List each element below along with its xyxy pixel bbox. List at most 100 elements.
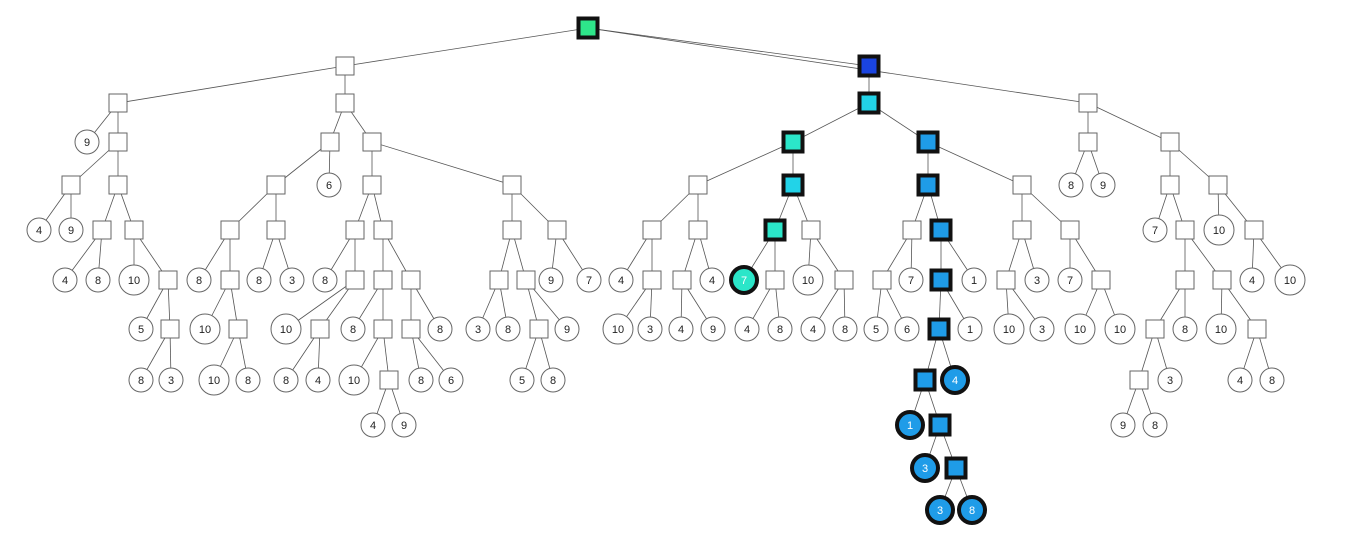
leaf-value-label: 3	[475, 324, 481, 336]
leaf-value-label: 10	[1215, 324, 1227, 336]
leaf-value-label: 1	[971, 275, 977, 287]
decision-node-highlighted	[857, 91, 881, 115]
leaf-value-label: 8	[550, 375, 556, 387]
leaf-value-label: 9	[710, 324, 716, 336]
leaf-node	[1142, 217, 1168, 243]
leaf-node	[894, 316, 920, 342]
leaf-node	[1259, 367, 1285, 393]
decision-node	[1175, 220, 1195, 240]
decision-node	[108, 175, 128, 195]
decision-node	[160, 319, 180, 339]
leaf-node	[1239, 267, 1265, 293]
leaf-node	[391, 412, 417, 438]
leaf-node	[1104, 313, 1136, 345]
leaf-node	[438, 367, 464, 393]
decision-node	[801, 220, 821, 240]
leaf-value-label: 5	[138, 324, 144, 336]
decision-node	[345, 270, 365, 290]
leaf-value-label: 3	[168, 375, 174, 387]
leaf-node	[1227, 367, 1253, 393]
leaf-node	[408, 367, 434, 393]
leaf-value-label: 10	[1213, 225, 1225, 237]
decision-node	[362, 132, 382, 152]
leaf-value-label: 4	[709, 275, 715, 287]
decision-node	[996, 270, 1016, 290]
leaf-value-label: 8	[842, 324, 848, 336]
leaf-node	[305, 367, 331, 393]
leaf-value-label: 6	[904, 324, 910, 336]
leaf-node	[1058, 172, 1084, 198]
leaf-value-label: 8	[777, 324, 783, 336]
leaf-node	[509, 367, 535, 393]
decision-node-highlighted	[916, 130, 940, 154]
decision-node	[529, 319, 549, 339]
tree-edge	[697, 141, 794, 186]
leaf-value-label: 8	[350, 324, 356, 336]
decision-node	[379, 370, 399, 390]
leaf-value-label: 9	[1120, 420, 1126, 432]
leaf-value-label: 4	[618, 275, 624, 287]
leaf-value-label: 9	[1100, 180, 1106, 192]
tree-edge	[117, 65, 346, 104]
decision-node-highlighted	[576, 16, 600, 40]
leaf-node	[792, 264, 824, 296]
leaf-node	[52, 267, 78, 293]
leaf-value-label: 4	[36, 225, 42, 237]
tree-edge	[927, 141, 1023, 186]
decision-node-highlighted	[929, 268, 953, 292]
leaf-value-label: 7	[908, 275, 914, 287]
leaf-node	[74, 129, 100, 155]
leaf-node	[85, 267, 111, 293]
leaf-node	[700, 316, 726, 342]
leaf-node	[832, 316, 858, 342]
decision-node	[1244, 220, 1264, 240]
leaf-node	[767, 316, 793, 342]
leaf-value-label: 4	[62, 275, 68, 287]
leaf-value-label: 3	[922, 463, 928, 475]
decision-node	[1145, 319, 1165, 339]
decision-node	[108, 93, 128, 113]
leaf-value-label: 1	[907, 420, 913, 432]
leaf-value-label: 8	[322, 275, 328, 287]
leaf-value-label: 8	[245, 375, 251, 387]
decision-node	[108, 132, 128, 152]
leaf-value-label: 3	[937, 505, 943, 517]
leaf-node	[898, 267, 924, 293]
decision-node	[362, 175, 382, 195]
leaf-node	[637, 316, 663, 342]
decision-node	[672, 270, 692, 290]
leaf-node	[1090, 172, 1116, 198]
leaf-value-label: 7	[586, 275, 592, 287]
decision-node	[516, 270, 536, 290]
leaf-node	[554, 316, 580, 342]
leaf-value-label: 8	[1182, 324, 1188, 336]
leaf-node	[1057, 267, 1083, 293]
leaf-node	[1205, 313, 1237, 345]
leaf-node	[316, 172, 342, 198]
tree-edges	[38, 27, 1291, 511]
leaf-value-label: 9	[84, 137, 90, 149]
leaf-value-label: 8	[1269, 375, 1275, 387]
decision-node	[688, 220, 708, 240]
decision-node	[220, 220, 240, 240]
decision-node	[872, 270, 892, 290]
decision-node	[266, 220, 286, 240]
decision-node	[1129, 370, 1149, 390]
leaf-value-label: 10	[802, 275, 814, 287]
leaf-node	[338, 364, 370, 396]
decision-node	[902, 220, 922, 240]
leaf-node	[198, 364, 230, 396]
decision-node	[1208, 175, 1228, 195]
leaf-value-label: 7	[1067, 275, 1073, 287]
leaf-value-label: 8	[1152, 420, 1158, 432]
decision-node	[373, 319, 393, 339]
leaf-node	[128, 316, 154, 342]
leaf-node	[128, 367, 154, 393]
decision-node	[335, 93, 355, 113]
decision-node	[310, 319, 330, 339]
tree-edge	[371, 141, 513, 186]
decision-node-highlighted	[781, 130, 805, 154]
leaf-value-label: 4	[810, 324, 816, 336]
